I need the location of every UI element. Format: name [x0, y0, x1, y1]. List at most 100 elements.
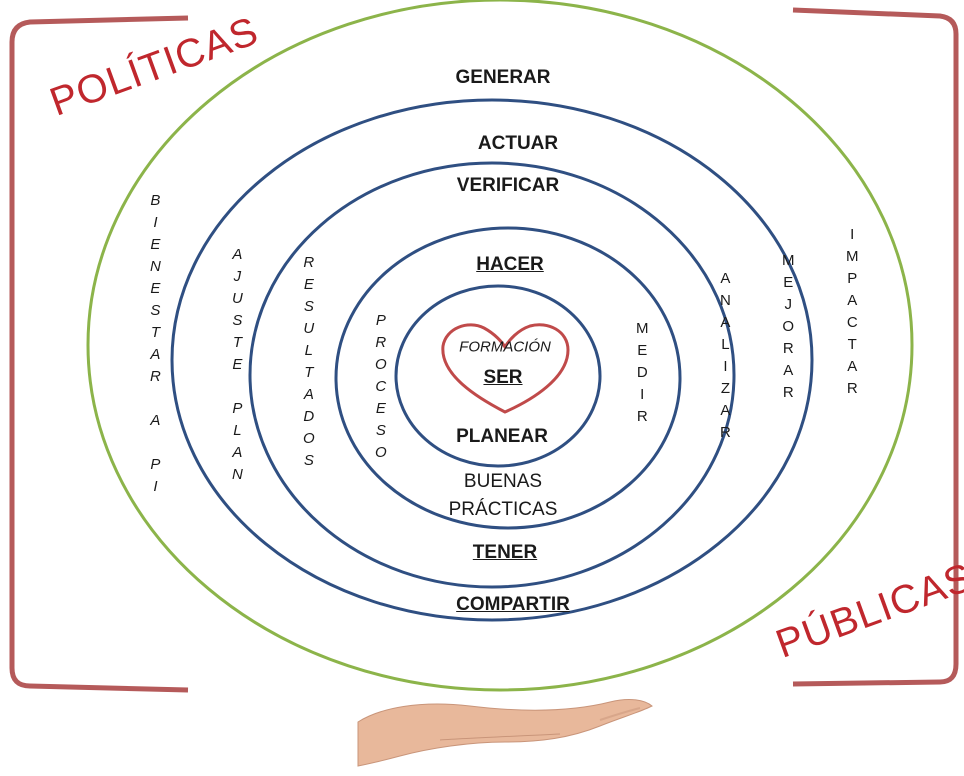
left-bracket — [9, 15, 189, 693]
vertical-letter: S — [232, 312, 243, 329]
vertical-letter: A — [720, 402, 731, 419]
vertical-letter: R — [846, 380, 858, 397]
vertical-letter: P — [375, 312, 386, 329]
vertical-letter: L — [721, 336, 730, 353]
compartir-label: COMPARTIR — [456, 594, 570, 615]
vertical-letter: R — [150, 368, 161, 385]
vertical-letter: A — [847, 292, 858, 309]
vertical-letter: A — [720, 314, 731, 331]
tener-label: TENER — [472, 542, 538, 563]
vertical-letter: T — [232, 334, 242, 351]
vertical-letter: S — [375, 422, 386, 439]
vertical-letter: S — [303, 452, 314, 469]
vertical-letter: O — [303, 430, 315, 447]
vertical-letter: T — [150, 324, 160, 341]
vertical-letter: A — [720, 270, 731, 287]
vertical-letter: A — [150, 346, 161, 363]
vertical-letter: M — [846, 248, 859, 265]
vertical-letter: A — [232, 444, 243, 461]
vertical-letter: E — [637, 342, 648, 359]
buenas-label: BUENAS — [463, 471, 543, 492]
vertical-letter: A — [783, 362, 794, 379]
ring-generar — [86, 0, 914, 692]
vertical-letter: S — [150, 302, 161, 319]
vertical-letter: P — [847, 270, 858, 287]
vertical-letter: R — [782, 384, 794, 401]
heart-shape — [441, 323, 570, 414]
vertical-letter: E — [783, 274, 794, 291]
vertical-letter: T — [847, 336, 857, 353]
vertical-letter: I — [153, 214, 158, 231]
vertical-letter: O — [375, 356, 387, 373]
practicas-label: PRÁCTICAS — [448, 499, 558, 520]
vertical-letter: P — [150, 456, 161, 473]
open-hand-icon — [357, 698, 653, 767]
vertical-letter: R — [720, 424, 731, 441]
vertical-letter: J — [233, 268, 242, 285]
vertical-letter: A — [847, 358, 858, 375]
verificar-label: VERIFICAR — [456, 175, 560, 196]
ring-hacer — [334, 226, 682, 530]
vertical-letter: R — [375, 334, 387, 351]
ring-actuar — [170, 98, 814, 622]
vertical-letter: I — [153, 478, 158, 495]
formacion-label: FORMACIÓN — [459, 338, 551, 356]
vertical-letter — [235, 376, 239, 398]
vertical-letter: O — [375, 444, 387, 461]
vertical-letter: A — [232, 246, 243, 263]
vertical-letter: T — [304, 364, 314, 381]
vertical-letter: I — [850, 226, 855, 243]
vertical-letter: P — [232, 400, 243, 417]
vertical-letter: N — [150, 258, 161, 275]
vertical-letter: I — [723, 358, 728, 375]
vertical-letter — [153, 432, 157, 454]
vertical-letter: S — [303, 298, 314, 315]
vertical-letter: L — [304, 342, 313, 359]
hacer-label: HACER — [476, 254, 544, 275]
vertical-letter: J — [784, 296, 793, 313]
vertical-letter: Z — [720, 380, 730, 397]
vertical-letter: E — [232, 356, 243, 373]
vertical-letter: R — [303, 254, 315, 271]
vertical-letter: E — [303, 276, 314, 293]
vertical-letter: D — [636, 364, 648, 381]
vertical-letter: A — [150, 412, 161, 429]
vertical-letter: C — [846, 314, 858, 331]
vertical-letter: L — [233, 422, 242, 439]
vertical-letter: O — [782, 318, 795, 335]
vertical-letter: A — [303, 386, 314, 403]
vertical-letter: R — [636, 408, 648, 425]
vertical-letter: U — [303, 320, 315, 337]
vertical-letter: I — [640, 386, 645, 403]
vertical-letter: M — [782, 252, 795, 269]
vertical-letter — [153, 388, 157, 410]
vertical-letter: R — [782, 340, 794, 357]
vertical-letter: E — [375, 400, 386, 417]
vertical-letter: N — [720, 292, 731, 309]
vertical-letter: D — [303, 408, 315, 425]
vertical-letter: M — [636, 320, 649, 337]
vertical-letter: N — [232, 466, 243, 483]
actuar-label: ACTUAR — [477, 133, 559, 154]
planear-label: PLANEAR — [456, 426, 548, 447]
vertical-letter: E — [150, 280, 161, 297]
generar-label: GENERAR — [455, 67, 551, 88]
ring-verificar — [248, 161, 736, 589]
right-bracket — [792, 7, 959, 687]
vertical-letter: B — [150, 192, 161, 209]
ring-ser — [394, 284, 602, 468]
ser-label: SER — [483, 367, 523, 388]
vertical-letter: U — [232, 290, 243, 307]
vertical-letter: C — [375, 378, 387, 395]
vertical-letter: E — [150, 236, 161, 253]
